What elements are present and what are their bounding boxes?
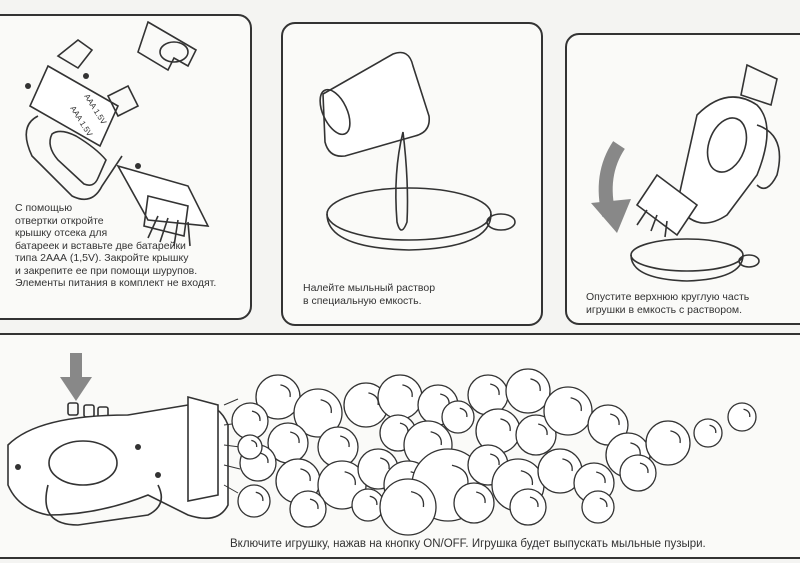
bubble-highlight xyxy=(310,499,318,509)
bubble-highlight xyxy=(340,436,349,447)
bubble-highlight xyxy=(452,465,468,485)
soap-bubble xyxy=(694,419,722,447)
soap-bubble xyxy=(290,491,326,527)
bubble-highlight xyxy=(640,463,648,473)
bubble-highlight xyxy=(431,432,442,445)
soap-bubble xyxy=(582,491,614,523)
soap-bubble xyxy=(506,369,550,413)
bubble-highlight xyxy=(321,400,332,413)
soap-bubble xyxy=(238,485,270,517)
bubble-highlight xyxy=(411,492,423,507)
step-3-panel: Опустите верхнюю круглую часть игрушки в… xyxy=(565,33,800,325)
bubble-highlight xyxy=(490,384,499,395)
pour-solution-illustration xyxy=(283,24,543,326)
bubble-highlight xyxy=(476,492,485,503)
bubble-highlight xyxy=(252,411,260,421)
soap-bubble xyxy=(352,489,384,521)
soap-bubble xyxy=(620,455,656,491)
bubble-highlight xyxy=(600,498,607,507)
soap-bubble xyxy=(294,389,342,437)
bubble-highlight xyxy=(402,385,412,397)
bubble-highlight xyxy=(538,424,547,435)
step-2-panel: Налейте мыльный раствор в специальную ем… xyxy=(281,22,543,326)
bubble-highlight xyxy=(300,469,310,481)
bubble-highlight xyxy=(290,432,299,443)
soap-bubble xyxy=(380,479,436,535)
bubble-highlight xyxy=(370,496,377,505)
dip-toy-illustration xyxy=(591,35,800,325)
bubble-highlight xyxy=(345,472,356,485)
bubble-highlight xyxy=(260,453,268,463)
step-4-panel: Включите игрушку, нажав на кнопку ON/OFF… xyxy=(0,333,800,559)
bubble-highlight xyxy=(530,497,538,507)
soap-bubble xyxy=(442,401,474,433)
soap-bubble xyxy=(728,403,756,431)
soap-bubble xyxy=(378,375,422,419)
bubble-highlight xyxy=(251,440,256,447)
bubble-highlight xyxy=(368,393,378,405)
soap-bubble xyxy=(232,403,268,439)
bubble-highlight xyxy=(670,431,680,443)
step-1-caption: С помощью отвертки откройте крышку отсек… xyxy=(15,202,217,289)
bubble-highlight xyxy=(744,409,750,417)
soap-bubble xyxy=(454,483,494,523)
bubble-highlight xyxy=(571,398,582,411)
bubble-highlight xyxy=(562,459,572,471)
bubble-highlight xyxy=(710,425,716,433)
step-1-panel: AAA 1.5V AAA 1.5V С помощью отвертки отк… xyxy=(0,14,252,320)
step-2-caption: Налейте мыльный раствор в специальную ем… xyxy=(303,282,436,307)
soap-bubble xyxy=(544,387,592,435)
bubble-highlight xyxy=(500,419,510,431)
bubble-highlight xyxy=(596,472,605,483)
bubble-toy-illustration xyxy=(0,353,800,559)
bubble-highlight xyxy=(280,385,290,397)
bubble-highlight xyxy=(490,454,499,465)
press-arrow-icon xyxy=(70,353,82,379)
bubble-highlight xyxy=(380,458,389,469)
battery-install-illustration: AAA 1.5V AAA 1.5V xyxy=(25,16,252,320)
bubble-highlight xyxy=(256,492,263,501)
bubble-highlight xyxy=(610,414,619,425)
soap-bubble xyxy=(510,489,546,525)
step-4-caption: Включите игрушку, нажав на кнопку ON/OFF… xyxy=(230,538,706,550)
soap-bubble xyxy=(646,421,690,465)
soap-bubble xyxy=(238,435,262,459)
step-3-caption: Опустите верхнюю круглую часть игрушки в… xyxy=(586,291,750,316)
bubble-highlight xyxy=(521,471,533,485)
bubble-highlight xyxy=(530,379,540,391)
bubble-highlight xyxy=(630,443,640,455)
bubble-highlight xyxy=(460,408,467,417)
soap-bubble xyxy=(516,415,556,455)
